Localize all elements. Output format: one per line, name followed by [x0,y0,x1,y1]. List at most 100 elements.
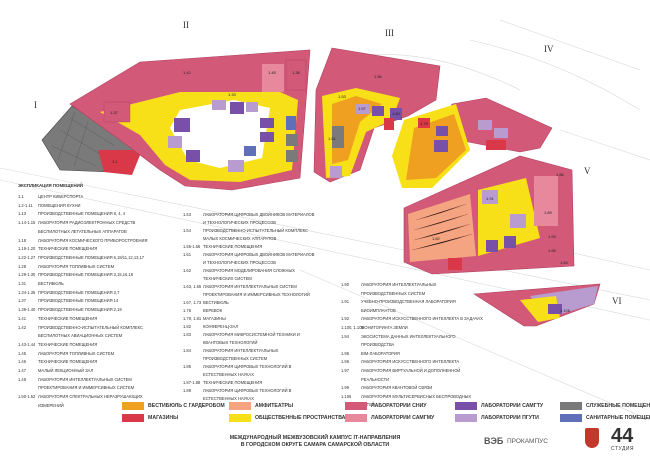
explication-row: ЕСТЕСТВЕННЫХ НАУКАХ [183,396,254,401]
explication-row: 1.31 ВЕСТИБЮЛЬ [18,281,64,286]
room-code: 1.53 [183,212,191,217]
room-code: 1.41 [18,315,26,321]
room-code: 1.90 [341,282,349,287]
legend-swatch [345,402,367,410]
room-label: 1.37 [110,110,119,115]
room-description: И ТЕХНОЛОГИЧЕСКИХ ПРОЦЕССОВ [203,260,277,265]
room-label: 1.89 [544,210,553,215]
room-code: 1.55-1.56 [183,244,201,249]
room-description: ТЕХНИЧЕСКИЕ ПОМЕЩЕНИЯ [38,341,98,347]
legend-label: ОБЩЕСТВЕННЫЕ ПРОСТРАНСТВА [255,415,346,421]
room-code: 1.22-1.27 [18,254,36,260]
building-V [403,155,575,275]
building-I [41,105,143,175]
room-code: 1.99 [341,385,349,391]
room-description: ЛАБОРАТОРИЯ ЦИФРОВЫХ ТЕХНОЛОГИЙ В [203,364,292,369]
room-description: ПРОИЗВОДСТВЕННЫХ СИСТЕМ [203,356,268,361]
room-code: 1.18 [18,237,26,243]
room-description: ПРОИЗВОДСТВЕННЫЕ ПОМЕЩЕНИЯ 6,18/11,12,13… [38,254,145,260]
room-description: ПРОЕКТИРОВАНИЯ И ИММЕРСИВНЫХ ТЕХНОЛОГИЙ [203,292,310,297]
room-label: 1.86 [556,172,565,177]
samara-emblem-icon [585,428,599,448]
room-label: 1.51 [328,136,337,141]
room-description: ТЕХНИЧЕСКИЕ ПОМЕЩЕНИЯ [38,315,98,321]
room-label: 1.91 [486,196,495,201]
room-label: 1.57 [358,106,367,111]
room-description: ЛАБОРАТОРИЯ КОСМИЧЕСКОГО ПРИБОРОСТРОЕНИЯ [38,237,148,243]
room-description: ЛАБОРАТОРИЯ ИНТЕЛЛЕКТУАЛЬНЫХ [361,282,437,287]
room-description: БЕСПИЛОТНЫХ ЛЕТАТЕЛЬНЫХ АППАРАТОВ [38,228,127,234]
room-code: 1.54 [183,228,191,233]
explication-row: ПРОИЗВОДСТВА [341,342,394,347]
room-code: 1.14-1.15 [18,220,36,226]
room-code: 1.39-1.40 [18,307,36,313]
room-label: 1.53 [338,94,347,99]
legend-label: АМФИТЕАТРЫ [255,403,294,409]
explication-row: ЕСТЕСТВЕННЫХ НАУКАХ [183,372,254,377]
building-II [69,49,311,191]
room-description: ЛАБОРАТОРИЯ ИНТЕЛЛЕКТУАЛЬНЫХ СИСТЕМ [38,376,132,382]
room-description: БЕСПИЛОТНЫХ АВИАЦИОННЫХ СИСТЕМ [38,333,123,339]
room-description: ТЕХНИЧЕСКИЕ ПОМЕЩЕНИЯ [203,244,263,249]
legend-swatch [560,402,582,410]
room-description: ЛАБОРАТОРИЯ ИСКУССТВЕННОГО ИНТЕЛЛЕКТА В … [361,316,483,322]
room-description: БИОИМПЛАНТОВ [361,307,396,313]
room-label: 1.33 [228,92,237,97]
explication-row: 1.85 ЛАБОРАТОРИЯ ЦИФРОВЫХ ТЕХНОЛОГИЙ В [183,364,291,369]
room-code: 1.43-1.44 [18,341,36,347]
room-description: УЧЕБНО-ПРОИЗВОДСТВЕННАЯ ЛАБОРАТОРИЯ [361,299,456,305]
explication-title: ЭКСПЛИКАЦИЯ ПОМЕЩЕНИЙ [18,183,83,188]
room-code: 1.85 [183,364,191,369]
room-description: ЕСТЕСТВЕННЫХ НАУКАХ [203,396,254,401]
room-label: 1.60 [392,111,401,116]
room-code: 1.31 [18,281,26,286]
room-code: 1.62 [183,268,191,273]
room-code: 1.42 [18,324,26,330]
room-description: И ТЕХНОЛОГИЧЕСКИХ ПРОЦЕССОВ [203,220,277,225]
studio-word: СТУДИЯ [611,446,635,452]
room-code: 1.83 [183,332,191,337]
room-label: 1.38 [292,70,301,75]
explication-row: ПРОЕКТИРОВАНИЯ И ИММЕРСИВНЫХ СИСТЕМ [18,385,134,390]
room-description: ВЕСТИБЮЛЬ [203,300,229,305]
room-code: 1.63, 1.65 [183,284,202,289]
legend-label: МАГАЗИНЫ [148,415,179,421]
legend-swatch [345,414,367,422]
room-label: 1.95 [548,248,557,253]
room-code: 1.34-1.35 [18,289,36,295]
room-description: ВЕРЕВОК [203,308,223,313]
room-description: BIM-ЛАБОРАТОРИЯ [361,350,400,356]
room-description: ВЕСТИБЮЛЬ [38,281,64,286]
room-code: 1.84 [183,348,191,353]
room-code: 1.91 [341,299,349,305]
room-code: 1.76 [183,308,191,313]
room-description: РЕАЛЬНОСТИ [361,376,390,382]
studio-logo: 44 СТУДИЯ [611,426,641,456]
legend-label: ЛАБОРАТОРИИ СНИУ [371,403,427,409]
room-code: 1.2-1.11 [18,202,33,208]
room-description: ЛАБОРАТОРИЯ СПЕКТРАЛЬНЫХ НЕРАЗРУШАЮЩИХ [38,394,143,400]
studio-number: 44 [611,425,634,447]
explication-row: 1.18 ЛАБОРАТОРИЯ КОСМИЧЕСКОГО ПРИБОРОСТРО… [18,238,147,243]
legend-label: ВЕСТИБЮЛЬ С ГАРДЕРОБОМ [148,403,225,409]
room-code: 1.29-1.30 [18,272,36,278]
building-numeral: IV [544,44,554,54]
